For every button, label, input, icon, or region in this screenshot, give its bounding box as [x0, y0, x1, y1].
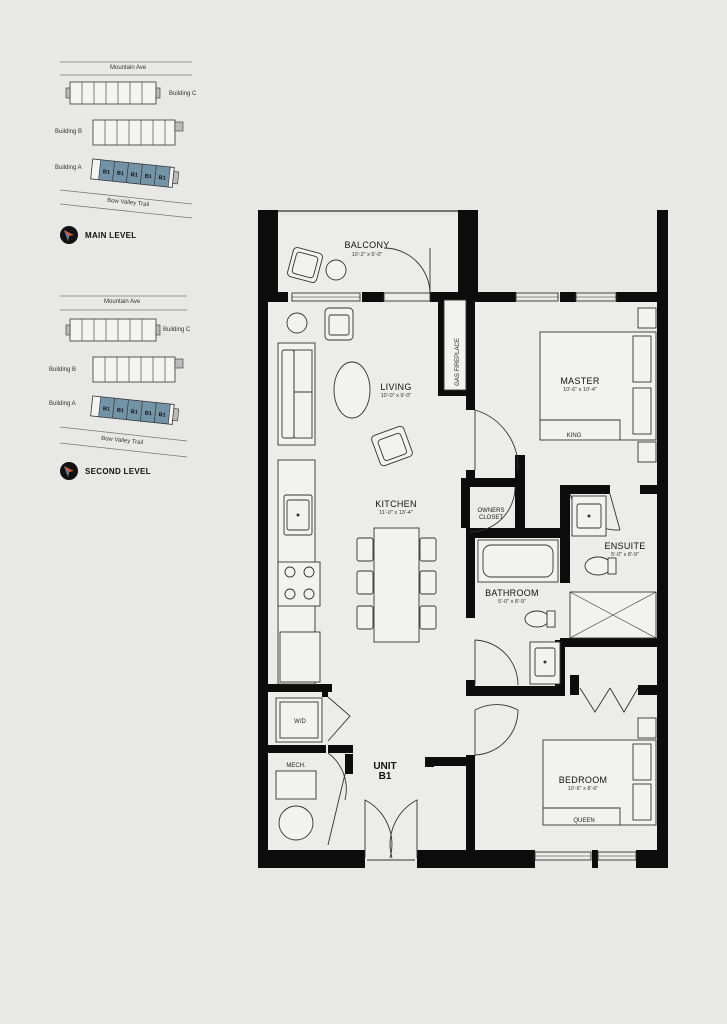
building-c-block [65, 318, 161, 342]
building-a-block: B1 B1 B1 B1 B1 [90, 158, 180, 188]
key-plan-main-drawing: B1 B1 B1 B1 B1 [59, 61, 193, 219]
key-plan-second-drawing: B1 B1 B1 B1 B1 [59, 295, 188, 458]
bed-label-queen: QUEEN [573, 818, 594, 824]
room-name-living: LIVING [380, 382, 411, 392]
unit-b1-label: B1 [158, 175, 166, 182]
room-dims-bedroom: 10'-6" x 8'-6" [568, 786, 599, 792]
unit-b1-label: B1 [103, 406, 111, 413]
unit-b1-label: B1 [130, 172, 138, 179]
unit-b1-label: B1 [117, 171, 125, 178]
unit-b1-label: B1 [117, 408, 125, 415]
room-name-bedroom: BEDROOM [559, 775, 608, 785]
unit-b1-label: B1 [144, 173, 152, 180]
building-b-block [92, 119, 184, 146]
building-c-label: Building C [163, 327, 191, 333]
room-dims-master: 10'-6" x 10'-4" [563, 387, 597, 393]
walls [258, 210, 668, 868]
compass-icon [60, 462, 78, 480]
gas-fireplace-label: GAS FIREPLACE [455, 338, 461, 386]
furniture [275, 247, 657, 841]
unit-label-line2: B1 [379, 771, 392, 782]
level-label-main: MAIN LEVEL [85, 231, 137, 240]
doors [327, 247, 639, 861]
unit-b1-label: B1 [103, 169, 111, 176]
level-label-second: SECOND LEVEL [85, 467, 151, 476]
room-dims-balcony: 10'-2" x 5'-0" [352, 252, 383, 258]
building-a-label: Building A [55, 165, 82, 171]
unit-b1-label: B1 [130, 409, 138, 416]
building-b-block [92, 356, 184, 383]
compass-icon [60, 226, 78, 244]
room-dims-kitchen: 11'-0" x 13'-4" [379, 510, 412, 516]
building-b-label: Building B [55, 129, 83, 135]
building-b-label: Building B [49, 367, 77, 373]
unit-b1-label: B1 [144, 410, 152, 417]
building-a-label: Building A [49, 401, 76, 407]
mech-label: MECH. [286, 763, 306, 769]
room-labels: BALCONY 10'-2" x 5'-0" LIVING 10'-0" x 9… [286, 240, 645, 824]
building-c-block [65, 81, 161, 105]
room-dims-bathroom: 5'-0" x 8'-9" [498, 599, 526, 605]
wd-label: W/D [294, 719, 306, 725]
room-dims-ensuite: 5'-0" x 8'-9" [611, 552, 639, 558]
street-label-mountain-ave: Mountain Ave [104, 299, 141, 305]
unit-label-line1: UNIT [373, 761, 396, 772]
street-label-mountain-ave: Mountain Ave [110, 65, 147, 71]
bed-label-king: KING [567, 433, 582, 439]
room-name-balcony: BALCONY [344, 240, 389, 250]
building-c-label: Building C [169, 91, 197, 97]
room-name-bathroom: BATHROOM [485, 588, 539, 598]
owners-closet-label-line1: OWNERS [478, 508, 505, 514]
building-a-block: B1 B1 B1 B1 B1 [90, 395, 180, 425]
room-name-ensuite: ENSUITE [604, 541, 645, 551]
room-name-master: MASTER [560, 376, 600, 386]
room-dims-living: 10'-0" x 9'-0" [381, 393, 412, 399]
owners-closet-label-line2: CLOSET [479, 515, 503, 521]
room-name-kitchen: KITCHEN [375, 499, 417, 509]
windows [291, 292, 637, 861]
unit-b1-label: B1 [158, 412, 166, 419]
